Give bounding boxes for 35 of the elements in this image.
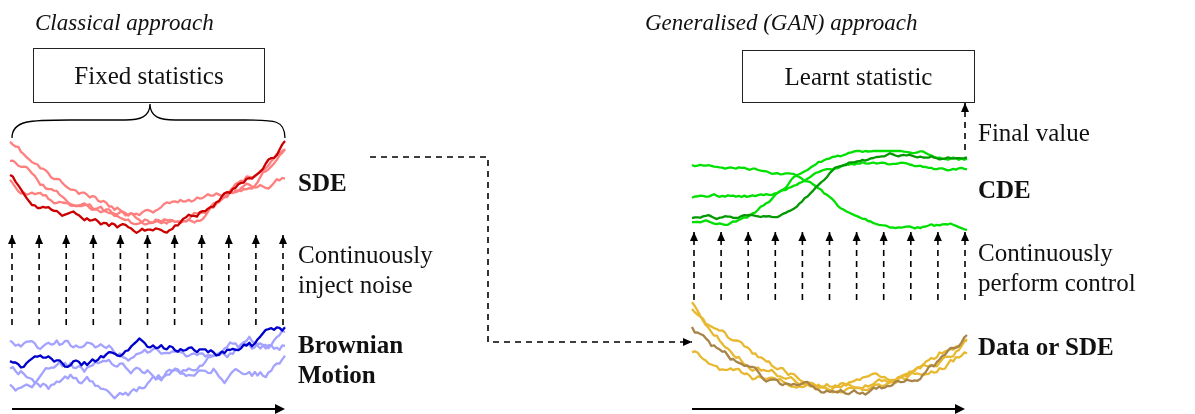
- arrow: [933, 231, 942, 301]
- edge-label: Final value: [978, 118, 1091, 148]
- heading: Classical approach: [35, 9, 214, 37]
- arrow: [744, 231, 753, 301]
- arrow: [143, 234, 152, 326]
- arrow: [961, 102, 969, 151]
- statistic-box: Fixed statistics: [33, 48, 265, 103]
- arrow: [197, 234, 206, 326]
- edge-label: Continuously inject noise: [298, 240, 434, 300]
- arrow: [906, 231, 915, 301]
- arrow: [717, 231, 726, 301]
- arrow: [8, 234, 16, 326]
- plot-label: Data or SDE: [978, 332, 1115, 362]
- arrow: [279, 234, 287, 326]
- arrow: [170, 234, 179, 326]
- edge-label: Continuously perform control: [978, 238, 1137, 298]
- arrow: [690, 231, 698, 301]
- plot-label: SDE: [298, 168, 348, 198]
- heading: Generalised (GAN) approach: [645, 9, 918, 37]
- arrow: [224, 234, 233, 326]
- arrow: [62, 234, 71, 326]
- plot-label: CDE: [978, 175, 1032, 205]
- arrow: [251, 234, 260, 326]
- arrow: [369, 156, 693, 346]
- plot-label: Brownian Motion: [298, 330, 405, 390]
- arrow: [116, 234, 125, 326]
- statistic-box: Learnt statistic: [742, 50, 975, 103]
- arrow: [852, 231, 861, 301]
- arrow: [879, 231, 888, 301]
- arrow: [771, 231, 780, 301]
- arrow: [35, 234, 44, 326]
- arrow: [798, 231, 807, 301]
- arrow: [825, 231, 834, 301]
- arrow: [89, 234, 98, 326]
- arrow: [961, 231, 969, 301]
